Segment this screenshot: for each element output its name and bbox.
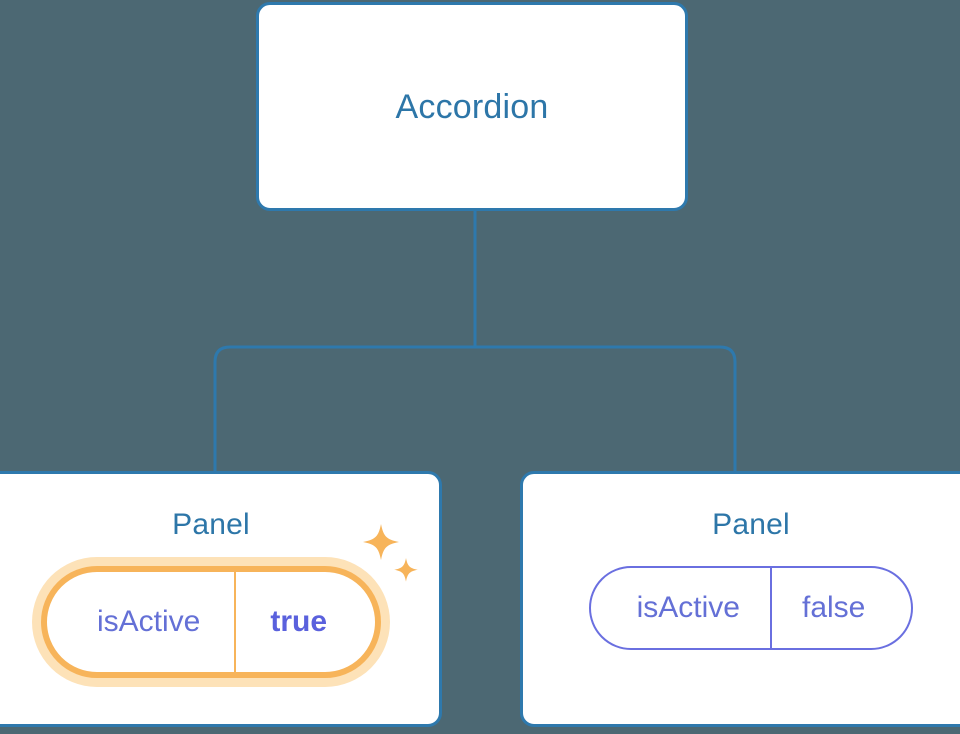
node-accordion-title: Accordion bbox=[395, 87, 549, 126]
node-panel-left[interactable]: Panel isActive true bbox=[0, 471, 442, 727]
prop-pill-is-active-false[interactable]: isActive false bbox=[588, 566, 914, 650]
prop-pill-left-value: true bbox=[234, 572, 375, 672]
node-panel-left-title: Panel bbox=[172, 508, 250, 541]
connector-branch-right bbox=[475, 345, 737, 471]
node-accordion[interactable]: Accordion bbox=[256, 2, 688, 211]
prop-pill-right-value: false bbox=[769, 568, 911, 648]
node-panel-right[interactable]: Panel isActive false bbox=[520, 471, 960, 727]
node-panel-right-title: Panel bbox=[712, 508, 790, 541]
prop-pill-right-key: isActive bbox=[636, 591, 740, 624]
prop-pill-left-key: isActive bbox=[96, 605, 201, 638]
prop-pill-is-active-true[interactable]: isActive true bbox=[40, 566, 382, 678]
prop-pill-left-wrapper: isActive true bbox=[40, 524, 418, 678]
connector-branch-left bbox=[213, 345, 475, 471]
prop-pill-right-wrapper: isActive false bbox=[588, 566, 914, 650]
